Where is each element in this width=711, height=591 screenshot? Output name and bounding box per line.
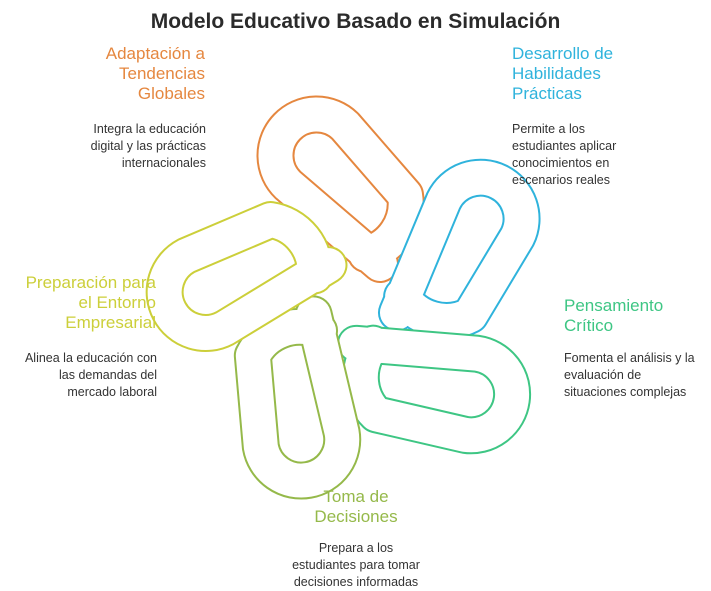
loop-pensamiento-fill	[338, 326, 530, 453]
loop-preparacion	[145, 201, 348, 352]
loop-adaptacion-fill	[258, 97, 423, 281]
desarrollo-description: Permite a los estudiantes aplicar conoci…	[512, 122, 617, 187]
loop-adaptacion	[256, 95, 425, 283]
desarrollo-heading: Desarrollo de Habilidades Prácticas	[512, 44, 614, 103]
loop-toma-fill	[235, 297, 360, 498]
pensamiento-heading: Pensamiento Crítico	[564, 296, 664, 335]
loop-desarrollo-fill	[379, 160, 539, 338]
loop-toma	[233, 295, 362, 500]
loop-preparacion-fill	[147, 203, 346, 350]
toma-heading: Toma de Decisiones	[314, 487, 398, 526]
preparacion-description: Alinea la educación con las demandas del…	[24, 351, 157, 399]
adaptacion-heading: Adaptación a Tendencias Globales	[105, 44, 205, 103]
preparacion-heading: Preparación para el Entorno Empresarial	[25, 273, 156, 332]
toma-description: Prepara a los estudiantes para tomar dec…	[292, 541, 420, 589]
loop-pensamiento	[336, 324, 532, 455]
diagram-title: Modelo Educativo Basado en Simulación	[150, 10, 561, 33]
adaptacion-description: Integra la educación digital y las práct…	[90, 122, 206, 170]
pensamiento-description: Fomenta el análisis y la evaluación de s…	[564, 351, 695, 399]
loop-desarrollo	[377, 158, 541, 340]
